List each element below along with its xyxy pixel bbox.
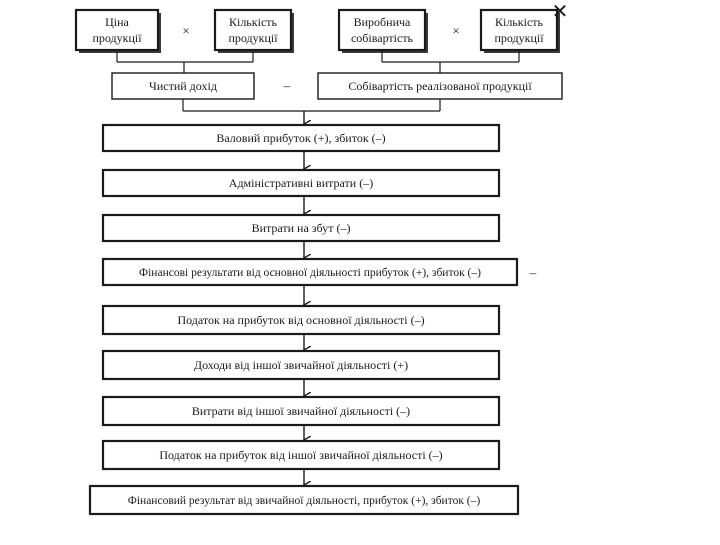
net-income-label: Чистий дохід: [149, 79, 217, 93]
cost-of-sales-box: Собівартість реалізованої продукції: [317, 72, 563, 100]
quantity-right-label-line1: Кількість: [495, 15, 544, 29]
price-label-line1: Ціна: [105, 15, 129, 29]
operating-result-label: Фінансові результати від основної діяльн…: [139, 267, 481, 279]
final-result-label: Фінансовий результат від звичайної діяль…: [128, 495, 481, 507]
price-label-line2: продукції: [92, 31, 142, 45]
production-cost-box: Виробнича собівартість: [337, 8, 428, 53]
chain-box-8: Податок на прибуток від іншої звичайної …: [101, 439, 501, 471]
quantity-right-label-line2: продукції: [494, 31, 544, 45]
selling-expenses-label: Витрати на збут (–): [252, 221, 351, 235]
chain-box-5: Податок на прибуток від основної діяльно…: [101, 304, 501, 336]
quantity-left-label-line2: продукції: [228, 31, 278, 45]
minus-operator-middle: –: [283, 78, 291, 93]
chain-box-2: Адміністративні витрати (–): [101, 168, 501, 198]
minus-operator-side: –: [529, 265, 537, 280]
net-income-box: Чистий дохід: [111, 72, 255, 100]
close-icon[interactable]: ✕: [551, 0, 569, 23]
quantity-box-left: Кількість продукції: [213, 8, 294, 53]
chain-box-1: Валовий прибуток (+), збиток (–): [101, 123, 501, 153]
price-box: Ціна продукції: [74, 8, 161, 53]
admin-expenses-label: Адміністративні витрати (–): [229, 176, 373, 190]
quantity-left-label-line1: Кількість: [229, 15, 278, 29]
middle-connectors: [182, 99, 441, 124]
other-income-label: Доходи від іншої звичайної діяльності (+…: [194, 358, 408, 372]
chain-box-4: Фінансові результати від основної діяльн…: [101, 257, 519, 287]
top-connectors: [116, 50, 520, 73]
chain-box-6: Доходи від іншої звичайної діяльності (+…: [101, 349, 501, 381]
other-expenses-label: Витрати від іншої звичайної діяльності (…: [192, 404, 410, 418]
other-tax-label: Податок на прибуток від іншої звичайної …: [159, 448, 442, 462]
cost-of-sales-label: Собівартість реалізованої продукції: [348, 79, 532, 93]
chain-box-9: Фінансовий результат від звичайної діяль…: [88, 484, 520, 516]
production-cost-label-line1: Виробнича: [354, 15, 411, 29]
chain-box-7: Витрати від іншої звичайної діяльності (…: [101, 395, 501, 427]
multiply-operator-left: ×: [182, 23, 189, 38]
operating-tax-label: Податок на прибуток від основної діяльно…: [177, 313, 424, 327]
production-cost-label-line2: собівартість: [351, 31, 414, 45]
chain-box-3: Витрати на збут (–): [101, 213, 501, 243]
multiply-operator-right: ×: [452, 23, 459, 38]
gross-profit-label: Валовий прибуток (+), збиток (–): [216, 131, 385, 145]
quantity-box-right: Кількість продукції: [479, 8, 560, 53]
